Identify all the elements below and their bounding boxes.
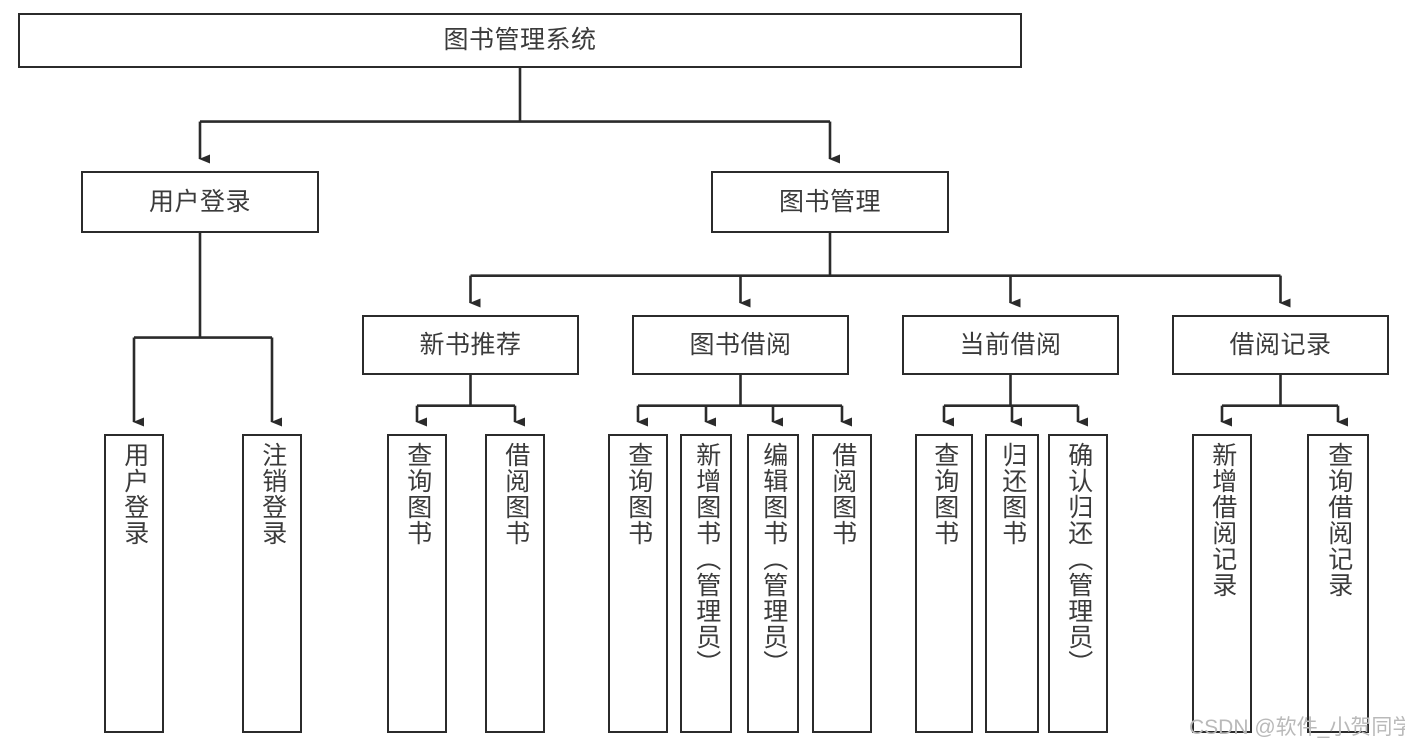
- node-book-management-label: 图书管理: [778, 187, 881, 216]
- leaf-return-book[interactable]: 归还图书: [985, 434, 1039, 733]
- node-root-label: 图书管理系统: [443, 26, 597, 55]
- leaf-query-book-3-label: 查询图书: [930, 442, 959, 546]
- leaf-query-book-2[interactable]: 查询图书: [608, 434, 668, 733]
- leaf-add-book-label: 新增图书（管理员）: [692, 442, 721, 676]
- leaf-query-book-2-label: 查询图书: [624, 442, 653, 546]
- leaf-add-book[interactable]: 新增图书（管理员）: [680, 434, 732, 733]
- leaf-confirm-return-label: 确认归还（管理员）: [1064, 442, 1093, 676]
- node-book-borrow[interactable]: 图书借阅: [632, 315, 849, 375]
- leaf-query-book-3[interactable]: 查询图书: [915, 434, 973, 733]
- node-current-borrow-label: 当前借阅: [959, 330, 1062, 359]
- leaf-edit-book[interactable]: 编辑图书（管理员）: [747, 434, 799, 733]
- leaf-add-borrow-record-label: 新增借阅记录: [1208, 442, 1237, 598]
- node-borrow-records-label: 借阅记录: [1229, 330, 1332, 359]
- csdn-watermark: CSDN @软件_小贺同学: [1189, 716, 1405, 739]
- leaf-user-login-label: 用户登录: [120, 442, 149, 546]
- leaf-add-borrow-record[interactable]: 新增借阅记录: [1192, 434, 1252, 733]
- leaf-user-login[interactable]: 用户登录: [104, 434, 164, 733]
- node-user-login[interactable]: 用户登录: [81, 171, 319, 233]
- leaf-query-book-1[interactable]: 查询图书: [387, 434, 447, 733]
- node-new-book-recommend-label: 新书推荐: [419, 330, 522, 359]
- node-new-book-recommend[interactable]: 新书推荐: [362, 315, 579, 375]
- leaf-confirm-return[interactable]: 确认归还（管理员）: [1048, 434, 1108, 733]
- node-book-borrow-label: 图书借阅: [689, 330, 792, 359]
- leaf-return-book-label: 归还图书: [998, 442, 1027, 546]
- leaf-edit-book-label: 编辑图书（管理员）: [759, 442, 788, 676]
- leaf-borrow-book-1-label: 借阅图书: [501, 442, 530, 546]
- leaf-logout-label: 注销登录: [258, 442, 287, 546]
- leaf-logout[interactable]: 注销登录: [242, 434, 302, 733]
- leaf-query-borrow-record[interactable]: 查询借阅记录: [1307, 434, 1369, 733]
- leaf-borrow-book-2[interactable]: 借阅图书: [812, 434, 872, 733]
- node-user-login-label: 用户登录: [148, 187, 251, 216]
- leaf-query-borrow-record-label: 查询借阅记录: [1324, 442, 1353, 598]
- node-root[interactable]: 图书管理系统: [18, 13, 1022, 68]
- leaf-borrow-book-1[interactable]: 借阅图书: [485, 434, 545, 733]
- leaf-borrow-book-2-label: 借阅图书: [828, 442, 857, 546]
- node-book-management[interactable]: 图书管理: [711, 171, 949, 233]
- node-current-borrow[interactable]: 当前借阅: [902, 315, 1119, 375]
- leaf-query-book-1-label: 查询图书: [403, 442, 432, 546]
- node-borrow-records[interactable]: 借阅记录: [1172, 315, 1389, 375]
